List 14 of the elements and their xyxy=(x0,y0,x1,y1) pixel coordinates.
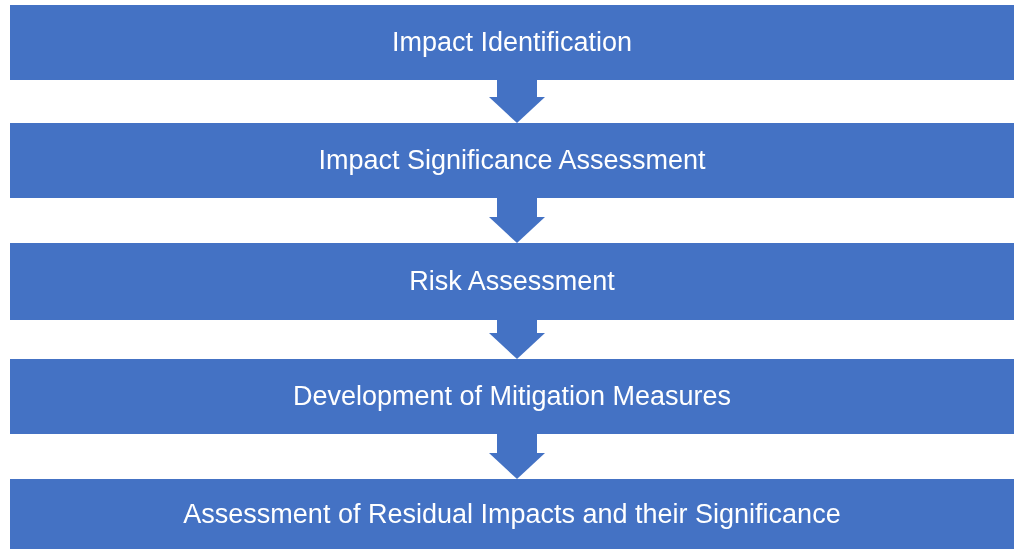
process-box xyxy=(10,359,1014,434)
box-label: Impact Identification xyxy=(391,27,633,58)
process-box xyxy=(10,243,1014,320)
box-label: Risk Assessment xyxy=(409,266,615,297)
box-label: Development of Mitigation Measures xyxy=(292,381,732,412)
block-arrow xyxy=(489,434,545,479)
process-box xyxy=(10,479,1014,549)
block-arrow xyxy=(489,80,545,123)
process-box xyxy=(10,123,1014,198)
box-label: Impact Significance Assessment xyxy=(318,145,706,176)
process-box xyxy=(10,5,1014,80)
block-arrow xyxy=(489,320,545,359)
box-label: Assessment of Residual Impacts and their Significance xyxy=(183,498,841,530)
block-arrow xyxy=(489,198,545,243)
